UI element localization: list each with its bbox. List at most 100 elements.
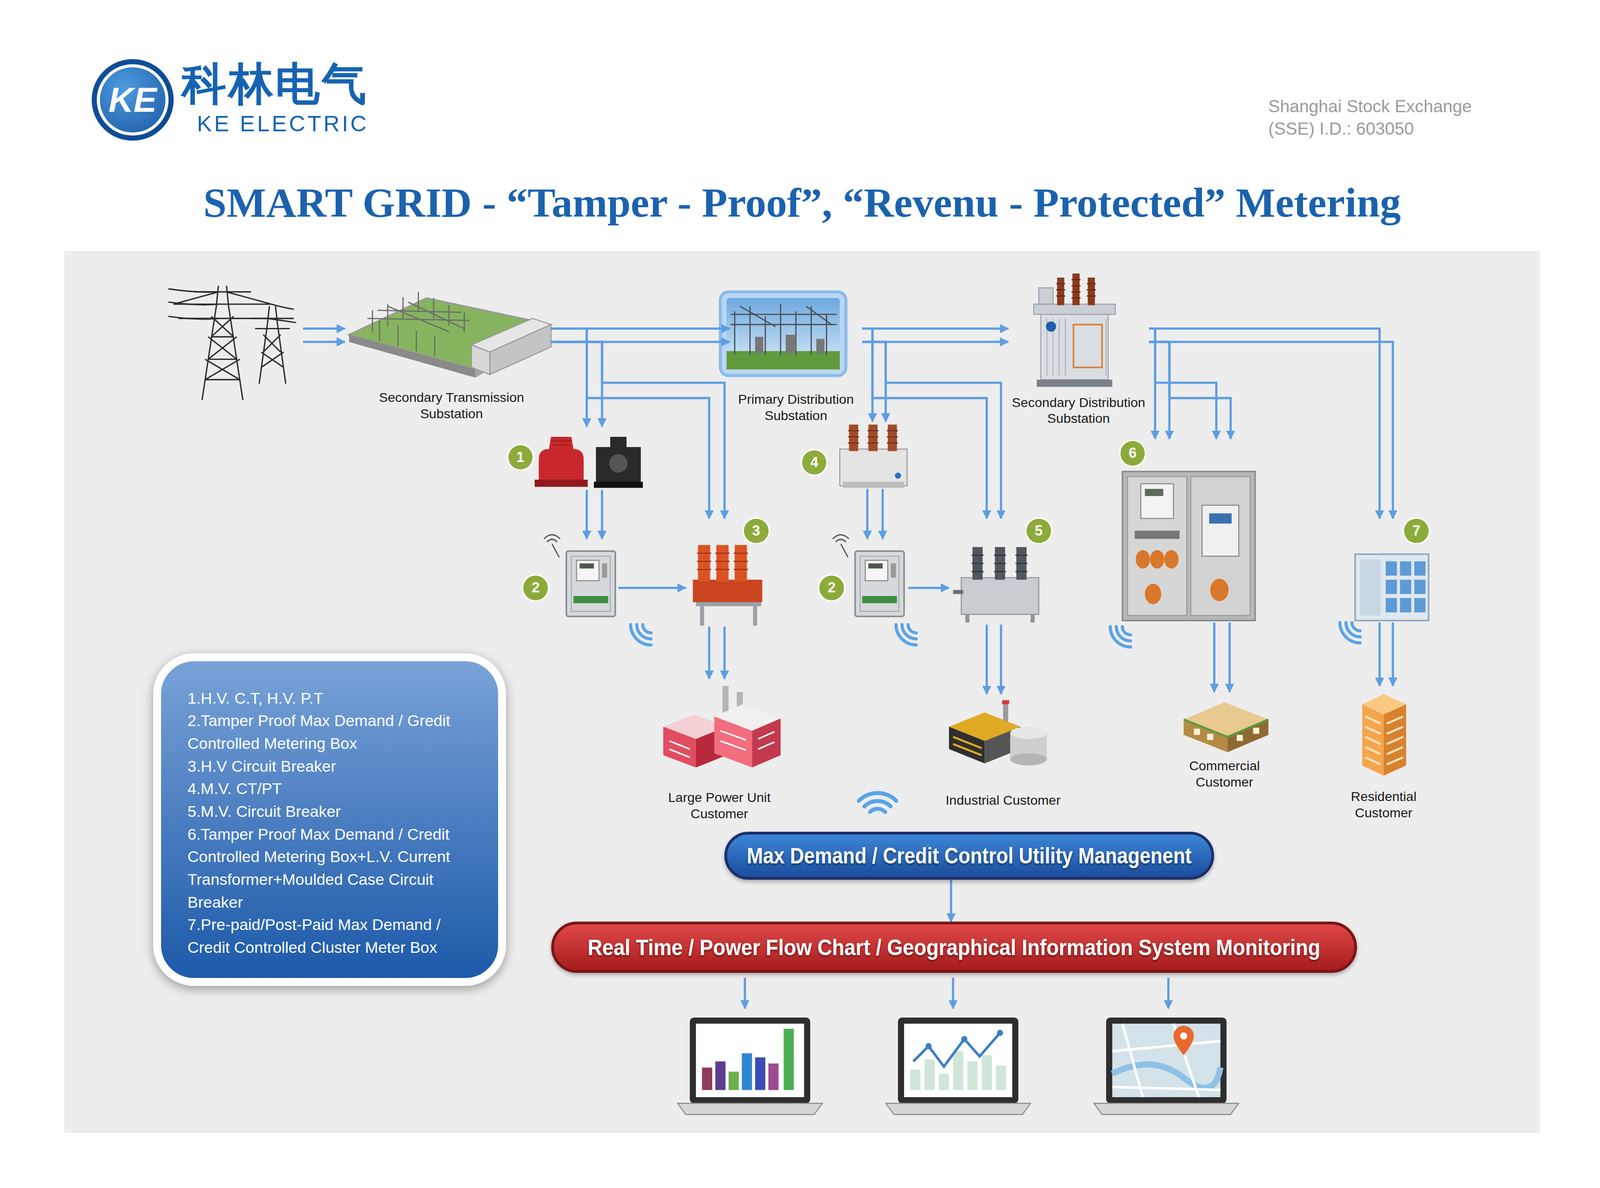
laptop-map [1093, 1017, 1239, 1114]
distribution-substation-photo-part-part [816, 338, 825, 354]
factory-illustration-part [714, 715, 752, 768]
mv-ct-pt-part [894, 472, 901, 479]
lv-metering-panel-part [1190, 476, 1250, 615]
connector-line [723, 626, 726, 679]
laptop-bar-chart-part [728, 1071, 739, 1090]
hv-circuit-breaker [692, 544, 763, 626]
brand-name: KE ELECTRIC [196, 111, 432, 136]
industrial-illustration [949, 699, 1047, 765]
key-item: 6.Tamper Proof Max Demand / Credit Contr… [187, 822, 485, 914]
cluster-meter-box-part [1355, 553, 1429, 621]
hv-ct-pt-part [534, 479, 588, 487]
hv-ct-pt-part [594, 481, 643, 488]
laptop-map-part [1112, 1064, 1221, 1088]
connector-line [908, 586, 950, 589]
mv-ct-pt-part [839, 448, 908, 486]
distribution-substation-photo-part-part [785, 334, 797, 353]
key-panel: 1.H.V. C.T, H.V. P.T2.Tamper Proof Max D… [153, 653, 507, 986]
lv-metering-panel-part [1140, 483, 1174, 519]
connector-line [551, 328, 588, 427]
illustrated-node: Secondary Distribution Substation [1008, 267, 1149, 427]
lv-metering-panel-part [1122, 471, 1256, 621]
key-item: 1.H.V. C.T, H.V. P.T [187, 686, 485, 710]
distribution-transformer-part [1057, 273, 1095, 305]
connector-line [866, 488, 869, 539]
metering-box-part [573, 595, 609, 603]
cluster-meter-box [1355, 553, 1429, 621]
mv-ct-pt-part-part [868, 424, 878, 452]
distribution-transformer-part [1056, 279, 1096, 298]
commercial-illustration-part [1194, 727, 1260, 741]
metering-box-part [566, 550, 616, 616]
illustrated-node: Primary Distribution Substation [729, 290, 863, 424]
distribution-transformer-part [1046, 321, 1057, 332]
connector [986, 624, 1002, 694]
connector-line [862, 341, 886, 422]
commercial-illustration [1183, 702, 1269, 752]
laptop-map-part-part [1112, 1023, 1221, 1097]
metering-box-part [855, 550, 905, 616]
distribution-transformer-part [1040, 314, 1109, 380]
hv-ct-pt-part-part [551, 440, 572, 446]
lv-metering-panel-part [1144, 583, 1162, 605]
logo-badge: KE [91, 59, 174, 141]
connector [1148, 328, 1231, 439]
connector [908, 587, 950, 588]
industrial-illustration-part [1002, 699, 1010, 704]
laptop-line-chart-part-part [910, 1069, 921, 1090]
callout-number: 1 [508, 445, 534, 470]
hv-circuit-breaker-part-part [697, 544, 710, 582]
factory-illustration-part [663, 726, 696, 768]
connector-line [1391, 622, 1395, 686]
hv-ct-pt [534, 436, 643, 488]
residential-illustration-part [1362, 693, 1406, 715]
distribution-transformer-part [1036, 379, 1113, 387]
lv-metering-panel-part [1134, 530, 1180, 540]
hv-circuit-breaker-part [692, 579, 763, 602]
laptop-line-chart-part [904, 1023, 1013, 1097]
factory-illustration-part [669, 730, 775, 757]
transmission-substation-part-part [372, 291, 465, 357]
equipment-node: 5 [949, 518, 1047, 625]
key-item: 2.Tamper Proof Max Demand / Gredit Contr… [187, 708, 485, 755]
laptop-bar-chart-part [768, 1063, 779, 1090]
connector [551, 328, 730, 342]
mv-ct-pt [839, 424, 908, 488]
laptop-map-part [1112, 1023, 1221, 1097]
distribution-transformer-part [1073, 324, 1102, 368]
transmission-substation-part [471, 344, 490, 375]
cluster-meter-box-part [1385, 560, 1426, 613]
callout-number: 7 [1404, 518, 1429, 544]
node-label: Commercial Customer [1173, 757, 1276, 790]
metering-box [543, 534, 615, 616]
connector [551, 328, 603, 427]
transmission-towers-part [202, 285, 244, 400]
laptop-line-chart-part [913, 1032, 1000, 1067]
laptop-line-chart-part [885, 1102, 1031, 1114]
connector [1214, 622, 1230, 692]
metering-box-part [601, 563, 608, 578]
connector [708, 626, 725, 679]
industrial-illustration-part [1010, 752, 1047, 765]
mv-circuit-breaker-part [967, 614, 1033, 623]
distribution-transformer-part-part [1087, 277, 1095, 305]
transmission-towers-part [205, 316, 241, 380]
laptop-line-chart-part-part [967, 1060, 978, 1090]
metering-box-part [868, 563, 883, 569]
cluster-meter-box-part-part [1399, 560, 1411, 576]
wireless-symbol-part [1335, 616, 1367, 648]
distribution-substation-photo-part [755, 334, 825, 353]
residential-illustration-part [1365, 715, 1404, 764]
connector-line [881, 488, 885, 539]
node-label: Secondary Transmission Substation [351, 389, 551, 422]
hv-circuit-breaker-part-part [734, 544, 747, 582]
commercial-illustration-part-part [1253, 727, 1260, 734]
distribution-substation-photo-part-part [755, 336, 764, 353]
mv-circuit-breaker-part [961, 577, 1040, 615]
distribution-transformer-part [1033, 303, 1115, 315]
distribution-transformer [1033, 273, 1115, 387]
illustrated-node: Residential Customer [1332, 685, 1435, 821]
commercial-illustration-part [1227, 719, 1269, 752]
